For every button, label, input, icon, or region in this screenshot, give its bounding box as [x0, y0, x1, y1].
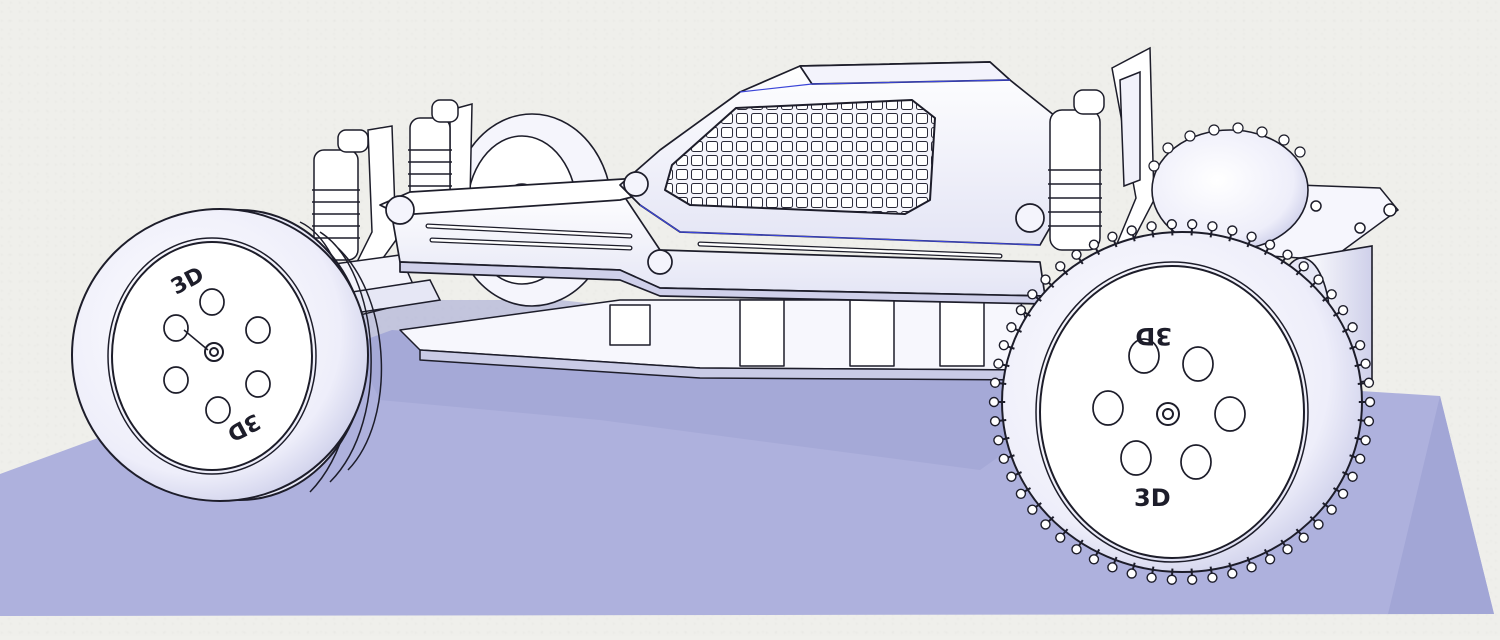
tyre-spike-tip	[1088, 239, 1100, 250]
tyre-spikes	[988, 219, 1376, 585]
chassis-plate	[399, 299, 1041, 381]
tyre-spike-tip	[1126, 225, 1137, 236]
tyre-spike-tip	[989, 416, 1001, 427]
tyre-spike-tip	[1040, 519, 1051, 530]
tyre-spike-tip	[1146, 572, 1157, 583]
tyre-spike-tip	[1027, 504, 1038, 515]
tyre-spike-tip	[1107, 231, 1118, 242]
wheel-rear-near	[1001, 231, 1363, 573]
tyre-spike-tip	[1363, 377, 1375, 388]
tyre-spike-tip	[998, 339, 1010, 351]
tyre-spike-tip	[1207, 572, 1218, 583]
tyre-spike-tip	[1166, 219, 1178, 230]
tyre-spike-tip	[1337, 305, 1349, 316]
tyre-spike-tip	[1071, 249, 1082, 260]
tyre-spike-tip	[1360, 435, 1371, 446]
tyre-spike-tip	[1246, 562, 1257, 573]
tyre-spike-tip	[1282, 544, 1293, 555]
tyre-spike-tip	[1227, 225, 1238, 236]
tyre-spike-tip	[1015, 305, 1027, 316]
tyre-spike-tip	[1227, 568, 1238, 579]
tyre-spike-tip	[1186, 219, 1198, 230]
tyre-spike-tip	[988, 396, 1000, 408]
mesh-window	[664, 99, 936, 215]
tyre-spike-tip	[1264, 554, 1276, 565]
tyre-spike-tip	[1354, 339, 1366, 351]
tyre-spike-tip	[993, 358, 1004, 369]
front-hub-holes	[163, 288, 271, 424]
tyre-spike-tip	[1326, 504, 1337, 515]
tyre-spike-tip	[1055, 261, 1066, 272]
tyre-spike-tip	[1126, 568, 1137, 579]
tyre-spike-tip	[1015, 488, 1027, 499]
tyre-spike-tip	[1146, 221, 1157, 232]
rear-hub-holes	[1092, 338, 1246, 480]
tyre-spike-tip	[1313, 274, 1324, 285]
tyre-spike-tip	[1040, 274, 1051, 285]
tyre-spike-tip	[1088, 554, 1100, 565]
tyre-spike-tip	[1313, 519, 1324, 530]
tyre-spike-tip	[1364, 396, 1376, 408]
wheel-front-near	[71, 208, 383, 502]
tyre-spike-tip	[998, 453, 1010, 465]
tyre-spike-tip	[1264, 239, 1276, 250]
tyre-spike-tip	[1354, 453, 1366, 465]
tyre-spike-tip	[1298, 532, 1309, 543]
tyre-spike-tip	[1186, 574, 1198, 585]
tyre-spike-tip	[989, 377, 1001, 388]
tyre-spike-tip	[1326, 289, 1337, 300]
tyre-spike-tip	[1298, 261, 1309, 272]
tyre-spike-tip	[1246, 231, 1257, 242]
tyre-spike-tip	[1282, 249, 1293, 260]
rear-wheel-logo-bottom: 3D	[1134, 484, 1171, 512]
tyre-spike-tip	[1360, 358, 1371, 369]
tyre-spike-tip	[993, 435, 1004, 446]
tyre-spike-tip	[1055, 532, 1066, 543]
tyre-spike-tip	[1006, 322, 1017, 333]
rear-wheel-logo-top: 3D	[1135, 322, 1172, 350]
tyre-spike-tip	[1027, 289, 1038, 300]
tyre-spike-tip	[1071, 544, 1082, 555]
tyre-spike-tip	[1207, 221, 1218, 232]
tyre-spike-tip	[1363, 416, 1375, 427]
tyre-spike-tip	[1337, 488, 1349, 499]
tyre-spike-tip	[1166, 574, 1178, 585]
tyre-spike-tip	[1347, 471, 1358, 482]
tyre-spike-tip	[1107, 562, 1118, 573]
tyre-spike-tip	[1347, 322, 1358, 333]
tyre-spike-tip	[1006, 471, 1017, 482]
ground-plane-right-edge	[1388, 396, 1494, 614]
